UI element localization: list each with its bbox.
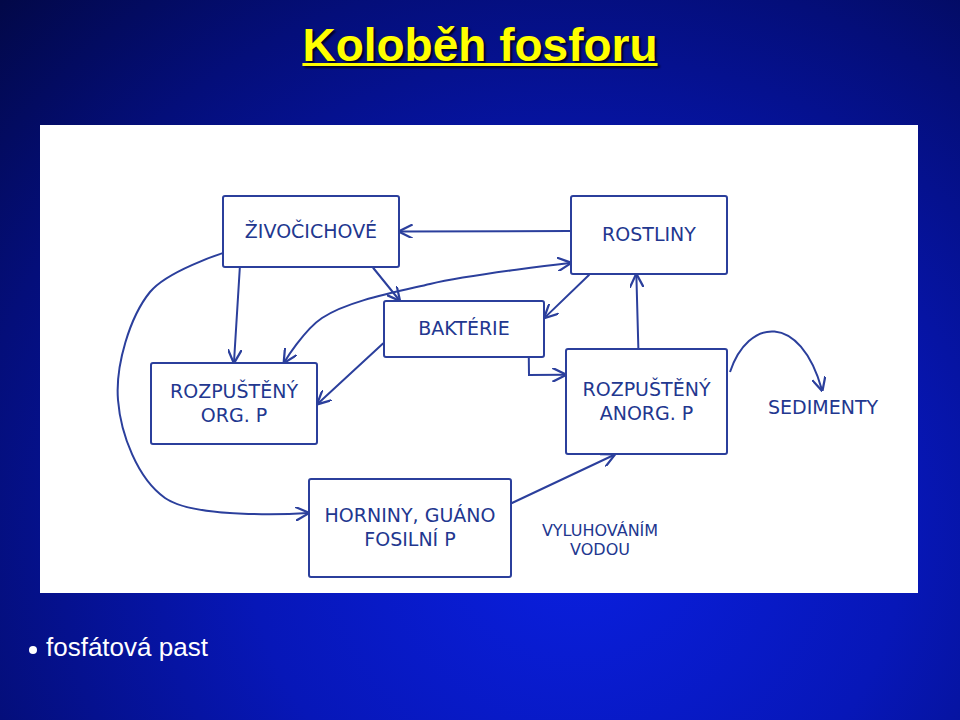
arrow-connector bbox=[512, 455, 614, 503]
process-box: ROSTLINY bbox=[570, 195, 728, 275]
edge-label: VYLUHOVÁNÍM VODOU bbox=[522, 520, 678, 560]
box-label: ŽIVOČICHOVÉ bbox=[245, 220, 377, 244]
box-label: ROZPUŠTĚNÝ ORG. P bbox=[160, 380, 308, 428]
process-box: ROZPUŠTĚNÝ ANORG. P bbox=[565, 348, 728, 455]
process-box: ŽIVOČICHOVÉ bbox=[222, 195, 400, 268]
arrow-connector bbox=[234, 268, 240, 362]
arrow-connector bbox=[373, 268, 399, 300]
sediment-arrow bbox=[730, 331, 822, 390]
arrow-connector bbox=[636, 275, 638, 348]
bullet-dot bbox=[29, 646, 37, 654]
arrow-connector bbox=[545, 275, 589, 317]
box-label: ROSTLINY bbox=[602, 223, 696, 247]
slide-title: Koloběh fosforu bbox=[0, 18, 960, 72]
box-label: ROZPUŠTĚNÝ ANORG. P bbox=[575, 378, 718, 426]
arrow-connector bbox=[400, 230, 570, 233]
arrow-connector bbox=[284, 263, 570, 362]
box-label: HORNINY, GUÁNO FOSILNÍ P bbox=[318, 504, 502, 552]
bullet-text: fosfátová past bbox=[46, 632, 346, 663]
arrow-connector bbox=[529, 358, 565, 375]
free-label: SEDIMENTY bbox=[768, 396, 908, 420]
process-box: HORNINY, GUÁNO FOSILNÍ P bbox=[308, 478, 512, 578]
arrow-connector bbox=[118, 253, 308, 514]
process-box: ROZPUŠTĚNÝ ORG. P bbox=[150, 362, 318, 445]
arrow-connector bbox=[318, 344, 383, 404]
box-label: BAKTÉRIE bbox=[418, 317, 509, 341]
process-box: BAKTÉRIE bbox=[383, 300, 545, 358]
